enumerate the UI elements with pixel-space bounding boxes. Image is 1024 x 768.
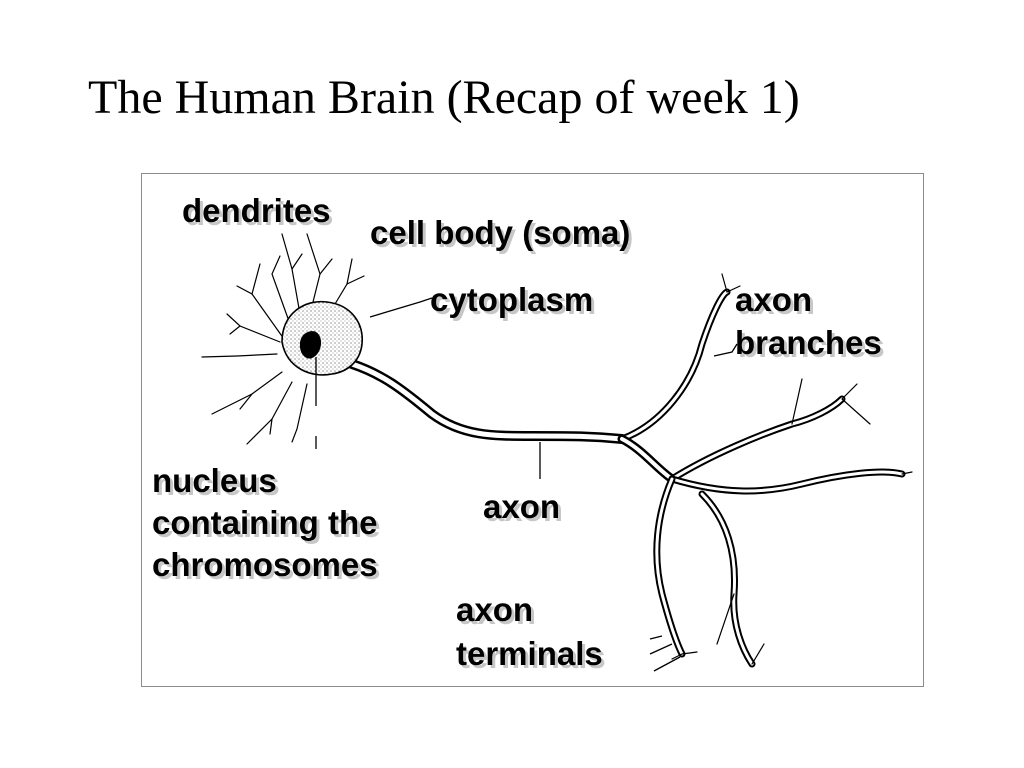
svg-text:axon: axon (459, 594, 536, 631)
svg-text:dendrites: dendrites (185, 195, 334, 232)
svg-text:chromosomes: chromosomes (152, 546, 378, 583)
label-axon-branches: axon axon branches branches (735, 281, 885, 364)
svg-text:branches: branches (738, 327, 885, 364)
label-cytoplasm: cytoplasm cytoplasm (430, 281, 596, 321)
svg-text:axon: axon (456, 591, 533, 628)
svg-text:branches: branches (735, 324, 882, 361)
svg-text:axon: axon (738, 284, 815, 321)
svg-text:cytoplasm: cytoplasm (430, 281, 593, 318)
svg-text:axon: axon (486, 491, 563, 528)
svg-text:terminals: terminals (456, 635, 603, 672)
axon-graphic (347, 273, 913, 668)
nucleus-graphic (299, 331, 322, 359)
slide-title: The Human Brain (Recap of week 1) (88, 71, 800, 124)
leader-lines (315, 297, 738, 672)
dendrites-graphic (201, 233, 365, 445)
svg-text:cell body (soma): cell body (soma) (370, 214, 630, 251)
label-nucleus: nucleus nucleus containing the containin… (152, 462, 381, 586)
svg-text:nucleus: nucleus (152, 462, 277, 499)
cell-body-graphic (281, 300, 363, 376)
svg-text:terminals: terminals (459, 638, 606, 675)
label-axon-terminals: axon axon terminals terminals (456, 591, 606, 675)
neuron-diagram-frame: dendrites dendrites cell body (soma) cel… (141, 173, 924, 687)
svg-text:containing the: containing the (152, 504, 378, 541)
svg-text:containing the: containing the (155, 507, 381, 544)
neuron-diagram: dendrites dendrites cell body (soma) cel… (152, 192, 913, 675)
svg-text:cell body (soma): cell body (soma) (373, 217, 633, 254)
label-dendrites: dendrites dendrites (182, 192, 334, 232)
label-axon: axon axon (483, 488, 563, 528)
svg-text:axon: axon (735, 281, 812, 318)
svg-text:nucleus: nucleus (155, 465, 280, 502)
svg-text:axon: axon (483, 488, 560, 525)
svg-text:dendrites: dendrites (182, 192, 331, 229)
label-cell-body: cell body (soma) cell body (soma) (370, 214, 633, 254)
svg-text:cytoplasm: cytoplasm (433, 284, 596, 321)
svg-text:chromosomes: chromosomes (155, 549, 381, 586)
